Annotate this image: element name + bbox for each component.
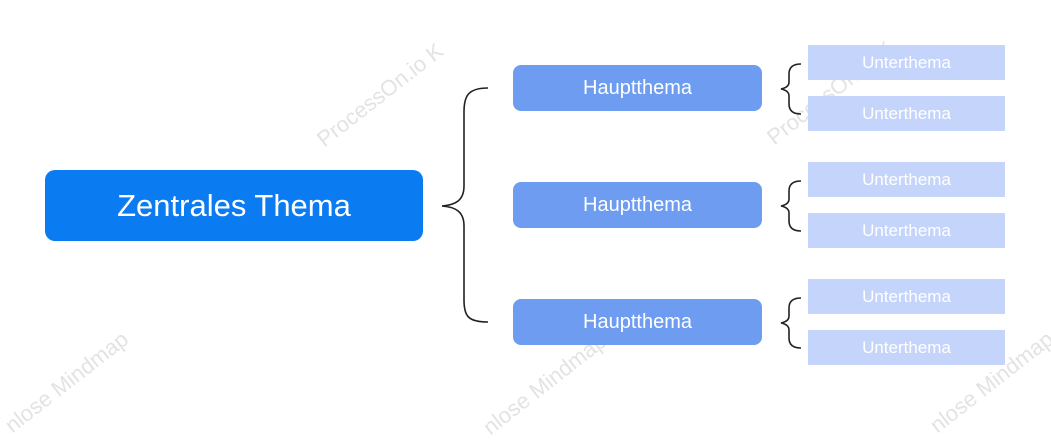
sub-brace — [780, 297, 802, 349]
main-brace — [441, 87, 489, 323]
sub-topic-label: Unterthema — [862, 169, 951, 189]
sub-topic-2-1[interactable]: Unterthema — [808, 162, 1005, 197]
sub-brace — [780, 180, 802, 232]
sub-brace — [780, 63, 802, 115]
central-topic-label: Zentrales Thema — [117, 187, 351, 223]
main-topic-label: Hauptthema — [583, 76, 692, 99]
sub-topic-label: Unterthema — [862, 52, 951, 72]
sub-topic-2-2[interactable]: Unterthema — [808, 213, 1005, 248]
sub-topic-label: Unterthema — [862, 220, 951, 240]
main-topic-2[interactable]: Hauptthema — [513, 182, 762, 228]
main-topic-label: Hauptthema — [583, 310, 692, 333]
sub-topic-label: Unterthema — [862, 103, 951, 123]
mindmap-canvas: ProcessOn.io K ProcessOn.io K nlose Mind… — [0, 36, 1051, 440]
sub-topic-3-2[interactable]: Unterthema — [808, 330, 1005, 365]
sub-topic-label: Unterthema — [862, 337, 951, 357]
main-topic-1[interactable]: Hauptthema — [513, 65, 762, 111]
main-topic-label: Hauptthema — [583, 193, 692, 216]
sub-topic-1-2[interactable]: Unterthema — [808, 96, 1005, 131]
sub-topic-3-1[interactable]: Unterthema — [808, 279, 1005, 314]
central-topic[interactable]: Zentrales Thema — [45, 170, 423, 241]
connector-lines — [441, 63, 802, 349]
main-topic-3[interactable]: Hauptthema — [513, 299, 762, 345]
sub-topic-label: Unterthema — [862, 286, 951, 306]
sub-topic-1-1[interactable]: Unterthema — [808, 45, 1005, 80]
